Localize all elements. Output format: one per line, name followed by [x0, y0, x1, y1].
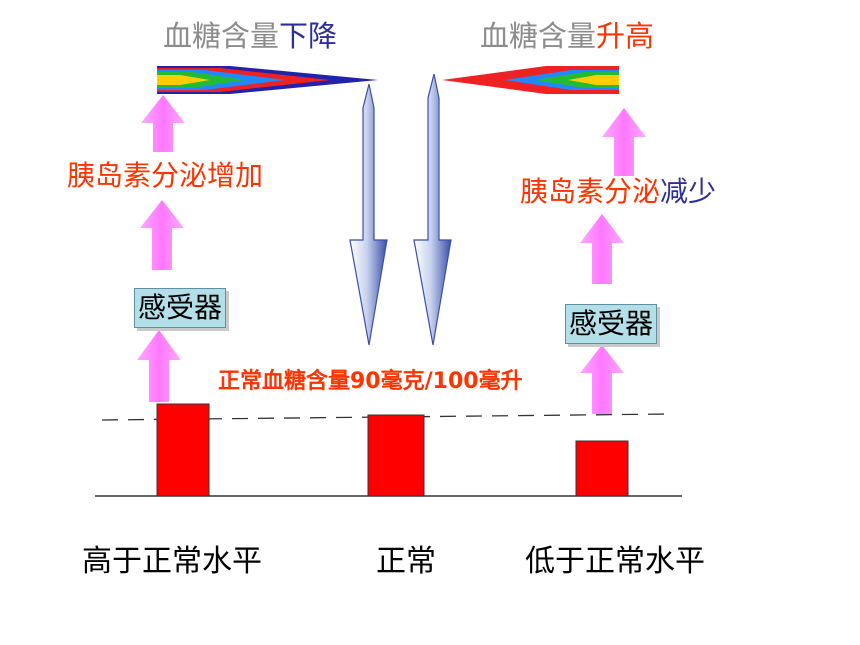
up-arrow-left-2: [140, 200, 184, 270]
sensor-box-left: 感受器: [134, 288, 226, 328]
up-arrow-right-2: [580, 214, 624, 284]
up-arrow-left-3: [141, 95, 185, 152]
normal-level-label: 正常血糖含量90毫克/100毫升: [218, 369, 523, 394]
right-insulin-label-prefix: 胰岛素分泌: [520, 175, 661, 208]
category-label-normal: 正常: [376, 544, 436, 579]
right-insulin-label-emphasis: 减少: [660, 175, 717, 208]
bar-normal: [367, 414, 425, 497]
title-left-emphasis: 下降: [279, 19, 338, 53]
rainbow-arrow-left: [157, 66, 378, 94]
bar-high: [156, 403, 210, 497]
bar-low: [575, 440, 629, 497]
title-right-prefix: 血糖含量: [480, 19, 597, 53]
down-arrow-right: [413, 73, 452, 346]
category-label-high: 高于正常水平: [82, 544, 262, 579]
up-arrow-left-1: [137, 330, 181, 402]
title-left-prefix: 血糖含量: [163, 19, 280, 53]
left-insulin-label: 胰岛素分泌增加: [67, 159, 264, 192]
category-label-low: 低于正常水平: [525, 544, 705, 579]
rainbow-arrow-right: [442, 66, 619, 94]
down-arrow-left: [349, 83, 388, 346]
sensor-box-right: 感受器: [565, 304, 657, 344]
normal-level-dashed-line: [101, 413, 673, 421]
up-arrow-right-1: [580, 345, 624, 414]
up-arrow-right-3: [602, 108, 646, 176]
title-right: 血糖含量升高: [480, 22, 654, 51]
right-insulin-label: 胰岛素分泌减少: [520, 178, 716, 206]
title-left: 血糖含量下降: [163, 22, 337, 51]
title-right-emphasis: 升高: [596, 19, 655, 53]
